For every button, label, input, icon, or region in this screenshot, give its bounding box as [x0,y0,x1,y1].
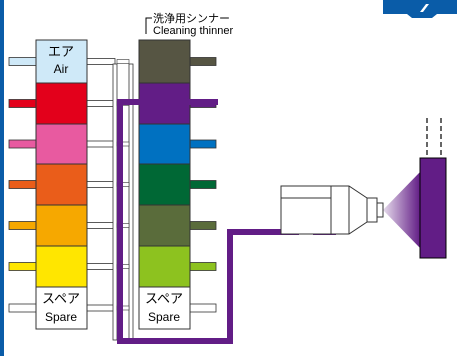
right-spare-en-label: Spare [148,310,180,324]
cleaning-thinner-callout: 洗浄用シンナー Cleaning thinner [145,11,233,37]
left-outlet-pipe [86,100,116,107]
gun-tip [366,197,378,223]
right-inlet-pipe [189,262,217,271]
corner-badge-icon [383,0,457,18]
left-valve-block [35,245,88,288]
left-valve-block [35,204,88,247]
left-spare-en-label: Spare [45,310,77,324]
right-spare-jp-label: スペア [145,291,183,306]
left-outlet-pipe [86,304,116,312]
left-spare-jp-label: スペア [42,291,80,306]
left-valve-block [35,163,88,206]
gun-nozzle [376,202,384,218]
cross-connector [116,59,130,64]
right-valve-block [138,286,191,330]
left-outlet-pipe [86,222,116,229]
left-edge-bar [0,0,4,356]
gun-body-top [280,185,332,199]
left-inlet-pipe [8,221,37,230]
painted-object [383,157,447,259]
right-valve-column [138,39,191,330]
right-valve-block [138,204,191,247]
left-inlet-pipe [8,262,37,271]
left-outlet-pipe [86,263,116,270]
left-inlet-pipe [8,303,37,313]
right-inlet-pipe [189,221,217,230]
right-manifold-tube [128,63,134,341]
left-outlet-pipe [86,181,116,188]
painted-object-panel [419,157,447,259]
hanger-lines-icon [426,118,442,158]
left-inlet-pipe [8,99,37,108]
right-valve-block [138,39,191,84]
left-inlet-pipe [8,57,37,66]
right-inlet-pipe [189,139,217,149]
right-inlet-pipe [189,303,217,313]
callout-jp-label: 洗浄用シンナー [153,11,230,25]
spray-cone [383,172,420,248]
left-valve-block [35,286,88,330]
left-inlet-pipe [8,139,37,149]
right-inlet-pipe [189,180,217,189]
right-inlet-pipe [189,57,217,66]
left-valve-block [35,82,88,125]
right-valve-block [138,163,191,206]
left-outlet-pipe [86,140,116,148]
right-valve-block [138,123,191,165]
callout-en-label: Cleaning thinner [153,25,233,37]
left-inlet-pipe [8,180,37,189]
left-valve-block [35,123,88,165]
spray-gun-icon [280,185,384,235]
left-valve-block [35,39,88,84]
right-valve-block [138,245,191,288]
left-outlet-pipe [86,58,116,65]
air-jp-label: エア [48,44,74,59]
left-manifold-tube [112,63,118,341]
left-valve-column [35,39,88,330]
air-en-label: Air [54,62,69,76]
